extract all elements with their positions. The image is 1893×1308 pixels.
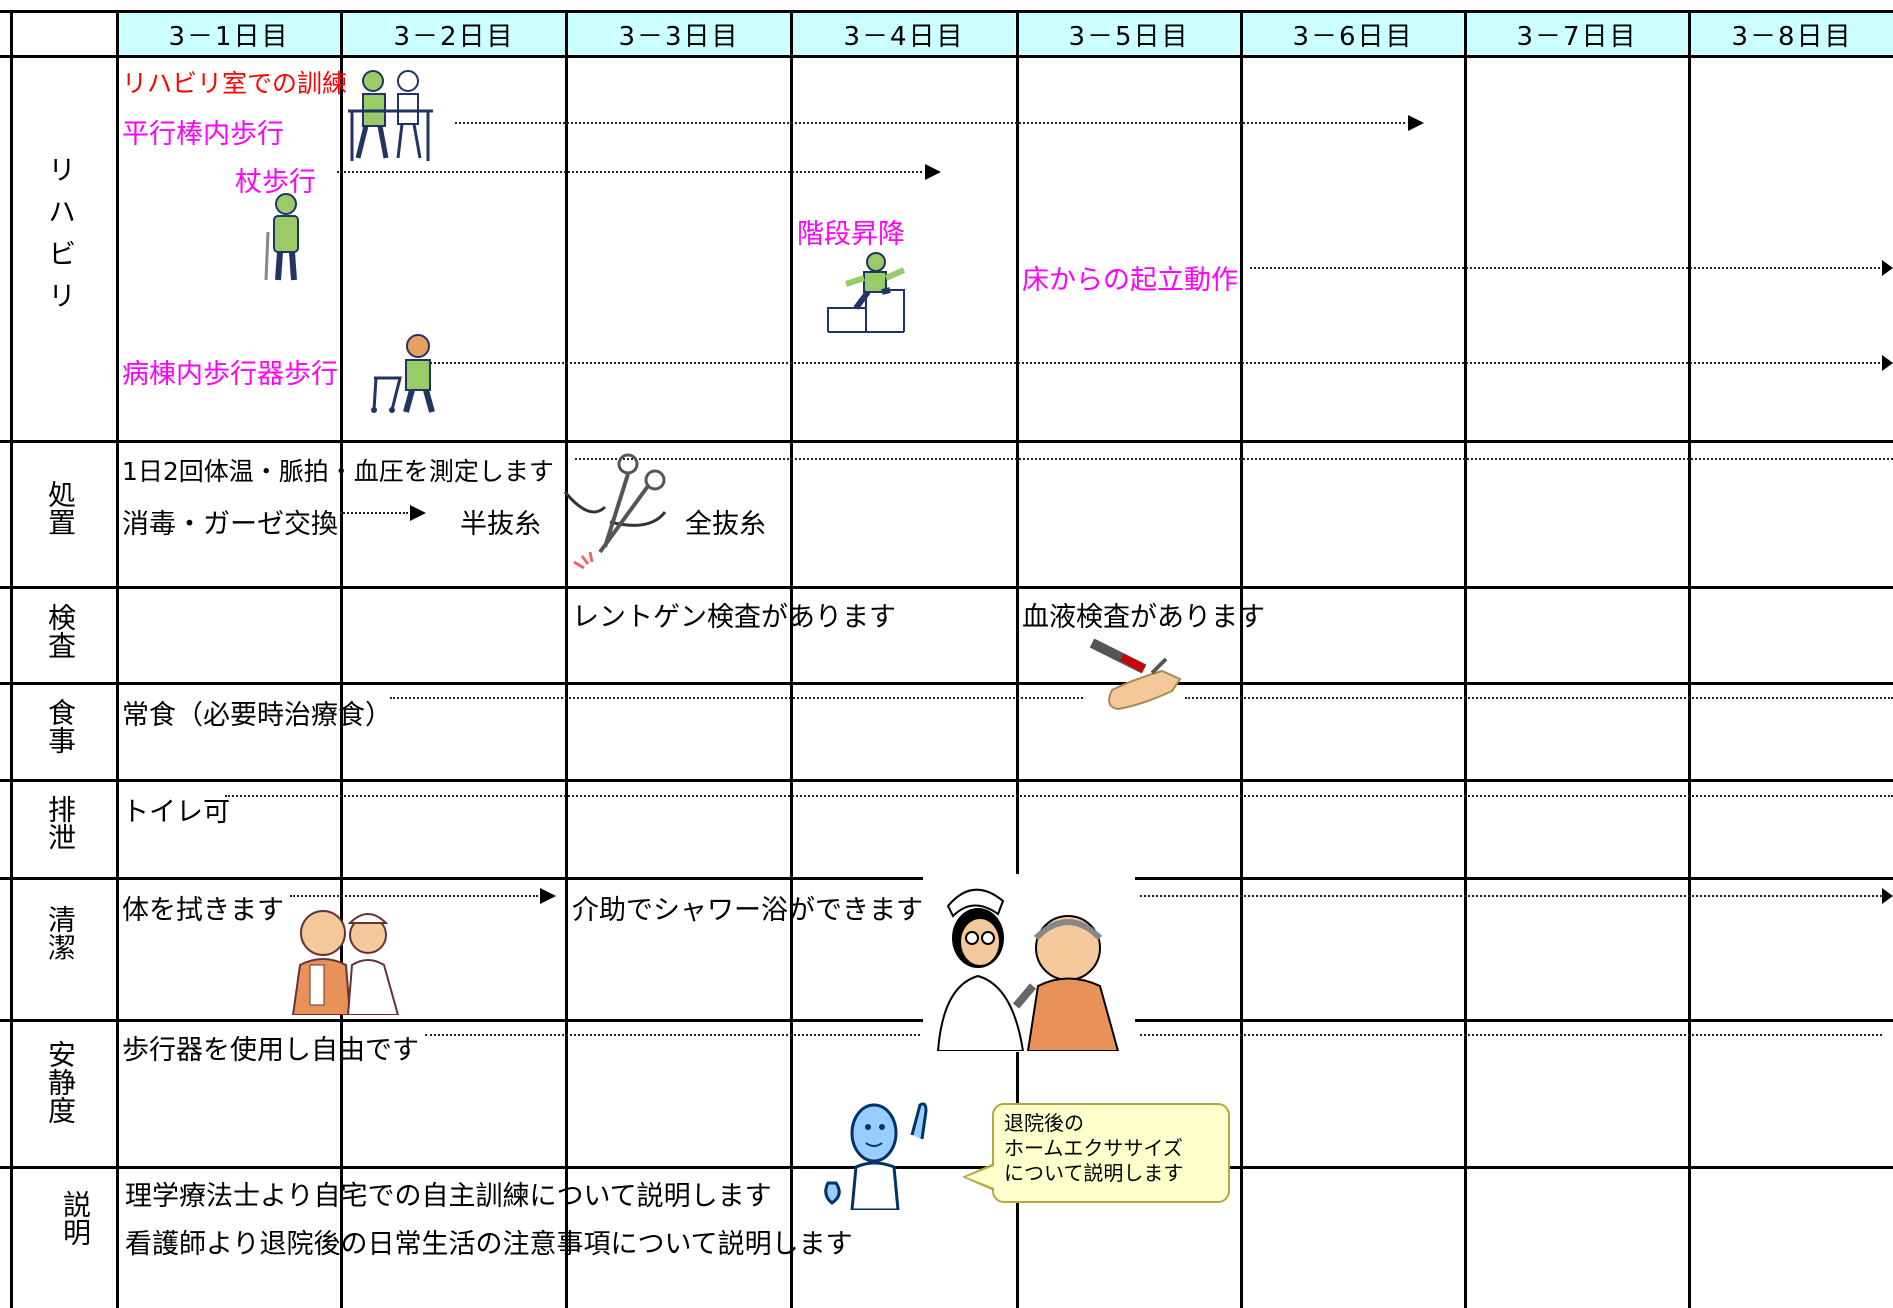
progress-line: [1140, 895, 1882, 897]
row-label-excretion: 排泄: [44, 795, 77, 851]
rehab-room-training: リハビリ室での訓練: [122, 69, 348, 98]
treatment-vitals: 1日2回体温・脈拍・血圧を測定します: [122, 457, 554, 486]
header-cell-day1: 3－1日目: [118, 12, 340, 56]
rest-text: 歩行器を使用し自由です: [122, 1035, 419, 1066]
header-cell-day2: 3－2日目: [343, 12, 565, 56]
cane-walk-icon: [264, 193, 299, 281]
hygiene-wipe: 体を拭きます: [122, 895, 284, 926]
explanation-nurse: 看護師より退院後の日常生活の注意事項について説明します: [125, 1229, 853, 1260]
exam-xray: レントゲン検査があります: [572, 602, 896, 633]
progress-line: [390, 697, 1083, 699]
progress-line: [1140, 1034, 1882, 1036]
exam-blood: 血液検査があります: [1022, 602, 1265, 633]
grid-line: [340, 10, 343, 1308]
grid-line: [0, 682, 1893, 685]
arrow-icon: [540, 888, 556, 904]
row-label-treatment: 処置: [44, 480, 77, 536]
arrow-icon: [925, 164, 941, 180]
grid-line: [0, 440, 1893, 443]
grid-line: [0, 55, 1893, 58]
progress-line: [225, 795, 1893, 797]
speech-bubble: 退院後の ホームエクササイズ について説明します: [992, 1103, 1230, 1203]
speech-bubble-tail-fill: [966, 1166, 994, 1188]
header-cell-day5: 3－5日目: [1018, 12, 1240, 56]
grid-line: [0, 586, 1893, 589]
parallel-bars-training-icon: [348, 70, 433, 161]
progress-line: [290, 895, 538, 897]
grid-line: [790, 10, 793, 1308]
rehab-floor-standing: 床からの起立動作: [1022, 265, 1238, 296]
rehab-cane-walk: 杖歩行: [235, 167, 316, 198]
row-label-explanation: 説明: [59, 1190, 92, 1246]
explanation-pt: 理学療法士より自宅での自主訓練について説明します: [125, 1181, 772, 1212]
grid-line: [0, 779, 1893, 782]
grid-line: [1016, 10, 1019, 1308]
grid-line: [1240, 10, 1243, 1308]
progress-line: [1185, 697, 1893, 699]
progress-line: [455, 122, 1405, 124]
row-label-rest: 安静度: [44, 1040, 77, 1124]
grid-line: [0, 1166, 1893, 1169]
scissors-icon: [563, 453, 667, 570]
progress-line: [337, 171, 922, 173]
grid-line: [565, 10, 568, 1308]
rehab-stairs: 階段昇降: [797, 219, 905, 250]
grid-line: [116, 10, 119, 1308]
blood-test-icon: [1089, 638, 1182, 711]
excretion-text: トイレ可: [122, 797, 230, 828]
treatment-full-suture: 全抜糸: [685, 509, 766, 540]
grid-line: [1464, 10, 1467, 1308]
grid-line: [10, 10, 13, 1308]
header-cell-day6: 3－6日目: [1243, 12, 1463, 56]
stairs-icon: [827, 252, 906, 333]
doctor-explaining-icon: [824, 1102, 928, 1210]
row-label-hygiene: 清潔: [44, 905, 77, 961]
walker-icon: [371, 334, 435, 413]
rehab-parallel-bars: 平行棒内歩行: [122, 119, 284, 150]
nurse-shower-icon: [936, 888, 1120, 1051]
progress-line: [340, 512, 408, 514]
grid-line: [0, 10, 1893, 13]
arrow-icon: [1408, 115, 1424, 131]
nurse-wiping-icon: [291, 910, 400, 1015]
bubble-line-3: について説明します: [1004, 1161, 1184, 1185]
header-cell-day8: 3－8日目: [1691, 12, 1893, 56]
progress-line: [1250, 267, 1880, 269]
header-cell-day4: 3－4日目: [793, 12, 1015, 56]
meal-text: 常食（必要時治療食）: [122, 700, 392, 731]
treatment-gauze: 消毒・ガーゼ交換: [122, 509, 338, 540]
header-cell-day3: 3－3日目: [568, 12, 790, 56]
treatment-half-suture: 半抜糸: [460, 509, 541, 540]
progress-line: [405, 362, 1880, 364]
bubble-line-2: ホームエクササイズ: [1004, 1136, 1183, 1160]
header-cell-day7: 3－7日目: [1466, 12, 1688, 56]
hygiene-shower: 介助でシャワー浴ができます: [572, 895, 923, 926]
arrow-icon: [1882, 355, 1893, 371]
rehab-walker-ward: 病棟内歩行器歩行: [122, 359, 338, 390]
arrow-icon: [1882, 888, 1893, 904]
bubble-line-1: 退院後の: [1004, 1111, 1084, 1135]
arrow-icon: [1882, 260, 1893, 276]
arrow-icon: [410, 505, 426, 521]
row-label-rehab: リハビリ: [44, 155, 77, 323]
row-label-meal: 食事: [44, 698, 77, 754]
row-label-exam: 検査: [44, 603, 77, 659]
progress-line: [575, 458, 1893, 460]
progress-line: [425, 1034, 920, 1036]
grid-line: [1688, 10, 1691, 1308]
